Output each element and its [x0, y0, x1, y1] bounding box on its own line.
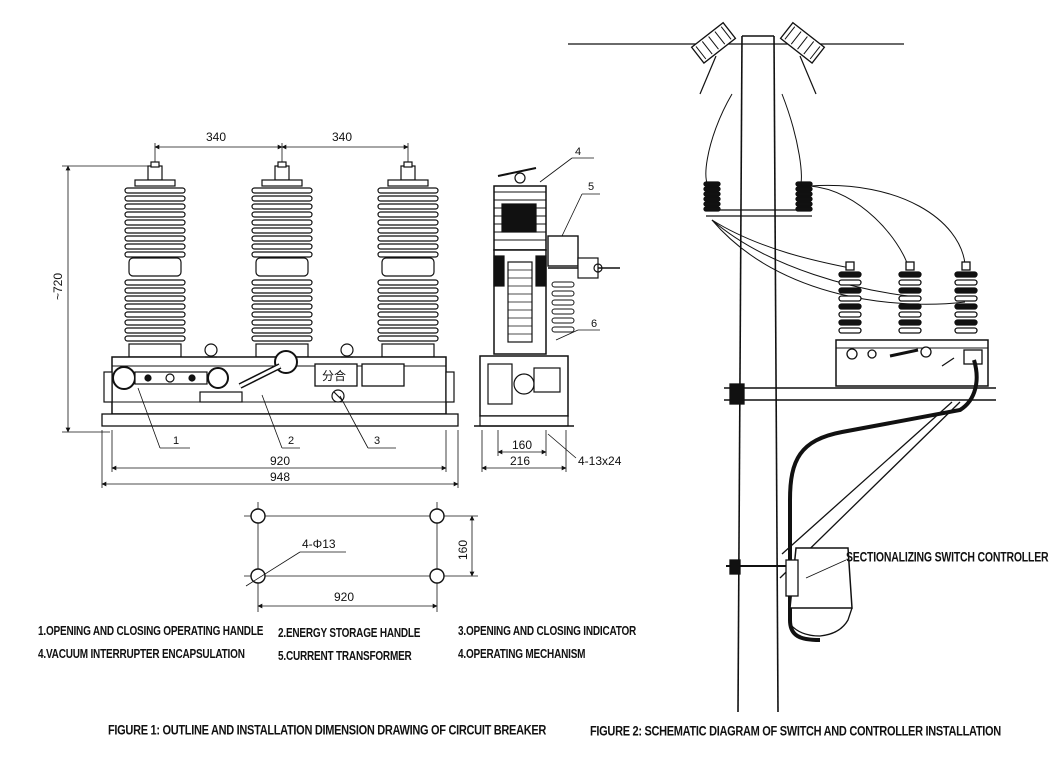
- callout-1: 1: [173, 435, 179, 447]
- pole-insulator-1: [124, 161, 186, 358]
- callout-3: 3: [374, 435, 380, 447]
- dim-base-holes: 4-Φ13: [302, 537, 336, 551]
- controller-label: SECTIONALIZING SWITCH CONTROLLER: [846, 550, 1049, 566]
- callout-4: 4: [575, 146, 581, 158]
- legend-item-5: 5.CURRENT TRANSFORMER: [278, 650, 412, 664]
- dim-side-outer: 216: [510, 454, 530, 468]
- dim-pitch-right: 340: [332, 130, 352, 144]
- callout-2: 2: [288, 435, 294, 447]
- pole-insulator-3: [377, 161, 439, 358]
- front-view: [62, 143, 459, 488]
- legend-item-3: 3.OPENING AND CLOSING INDICATOR: [458, 625, 637, 639]
- callout-5: 5: [588, 181, 594, 193]
- base-plate-view: [244, 502, 478, 612]
- dim-height: ~720: [51, 273, 65, 300]
- dim-base-height: 160: [456, 540, 470, 560]
- dim-width-inner: 920: [270, 454, 290, 468]
- dim-width-outer: 948: [270, 470, 290, 484]
- pole-installation: [568, 21, 996, 713]
- figure2-caption: FIGURE 2: SCHEMATIC DIAGRAM OF SWITCH AN…: [590, 724, 1001, 739]
- dim-pitch-left: 340: [206, 130, 226, 144]
- legend-item-6: 4.OPERATING MECHANISM: [458, 648, 586, 662]
- dim-side-inner: 160: [512, 438, 532, 452]
- dim-base-width: 920: [334, 590, 354, 604]
- indicator-text: 分合: [322, 368, 346, 383]
- legend-item-4: 4.VACUUM INTERRUPTER ENCAPSULATION: [38, 648, 245, 662]
- side-view: [474, 157, 620, 472]
- figure1-caption: FIGURE 1: OUTLINE AND INSTALLATION DIMEN…: [108, 723, 547, 738]
- callout-6: 6: [591, 318, 597, 330]
- dim-side-holes: 4-13x24: [578, 454, 622, 468]
- legend-item-1: 1.OPENING AND CLOSING OPERATING HANDLE: [38, 625, 264, 639]
- pole-insulator-2: [251, 161, 313, 358]
- legend-item-2: 2.ENERGY STORAGE HANDLE: [278, 627, 421, 641]
